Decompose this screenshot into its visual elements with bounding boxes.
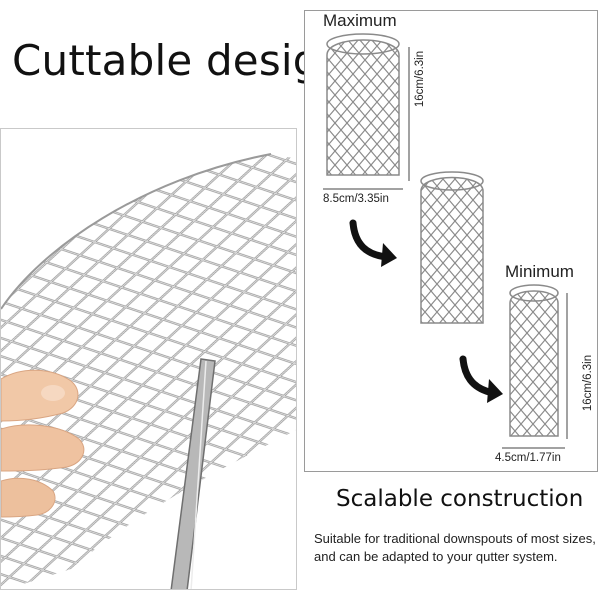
curved-arrow-icon <box>349 219 397 267</box>
label-minimum: Minimum <box>505 262 574 281</box>
mesh-cutting-illustration <box>1 153 296 589</box>
mesh-maximum <box>326 33 400 176</box>
curved-arrow-icon <box>459 355 503 403</box>
width-max-label: 8.5cm/3.35in <box>323 193 389 205</box>
height-min-label: 16cm/6.3in <box>582 354 595 412</box>
height-max-label: 16cm/6.3in <box>414 50 427 108</box>
headline: Cuttable design <box>12 36 347 85</box>
product-photo-cutting <box>0 128 297 590</box>
mesh-medium <box>420 171 484 324</box>
description-text: Suitable for traditional downspouts of m… <box>314 531 596 564</box>
width-min-label: 4.5cm/1.77in <box>495 452 561 464</box>
size-diagram-panel: Maximum Minimum 8.5cm/3.35in 16cm/6.3in … <box>304 10 598 472</box>
section-title: Scalable construction <box>336 486 584 512</box>
label-maximum: Maximum <box>323 11 397 30</box>
mesh-minimum <box>509 284 559 437</box>
scalable-mesh-diagram <box>323 33 568 449</box>
